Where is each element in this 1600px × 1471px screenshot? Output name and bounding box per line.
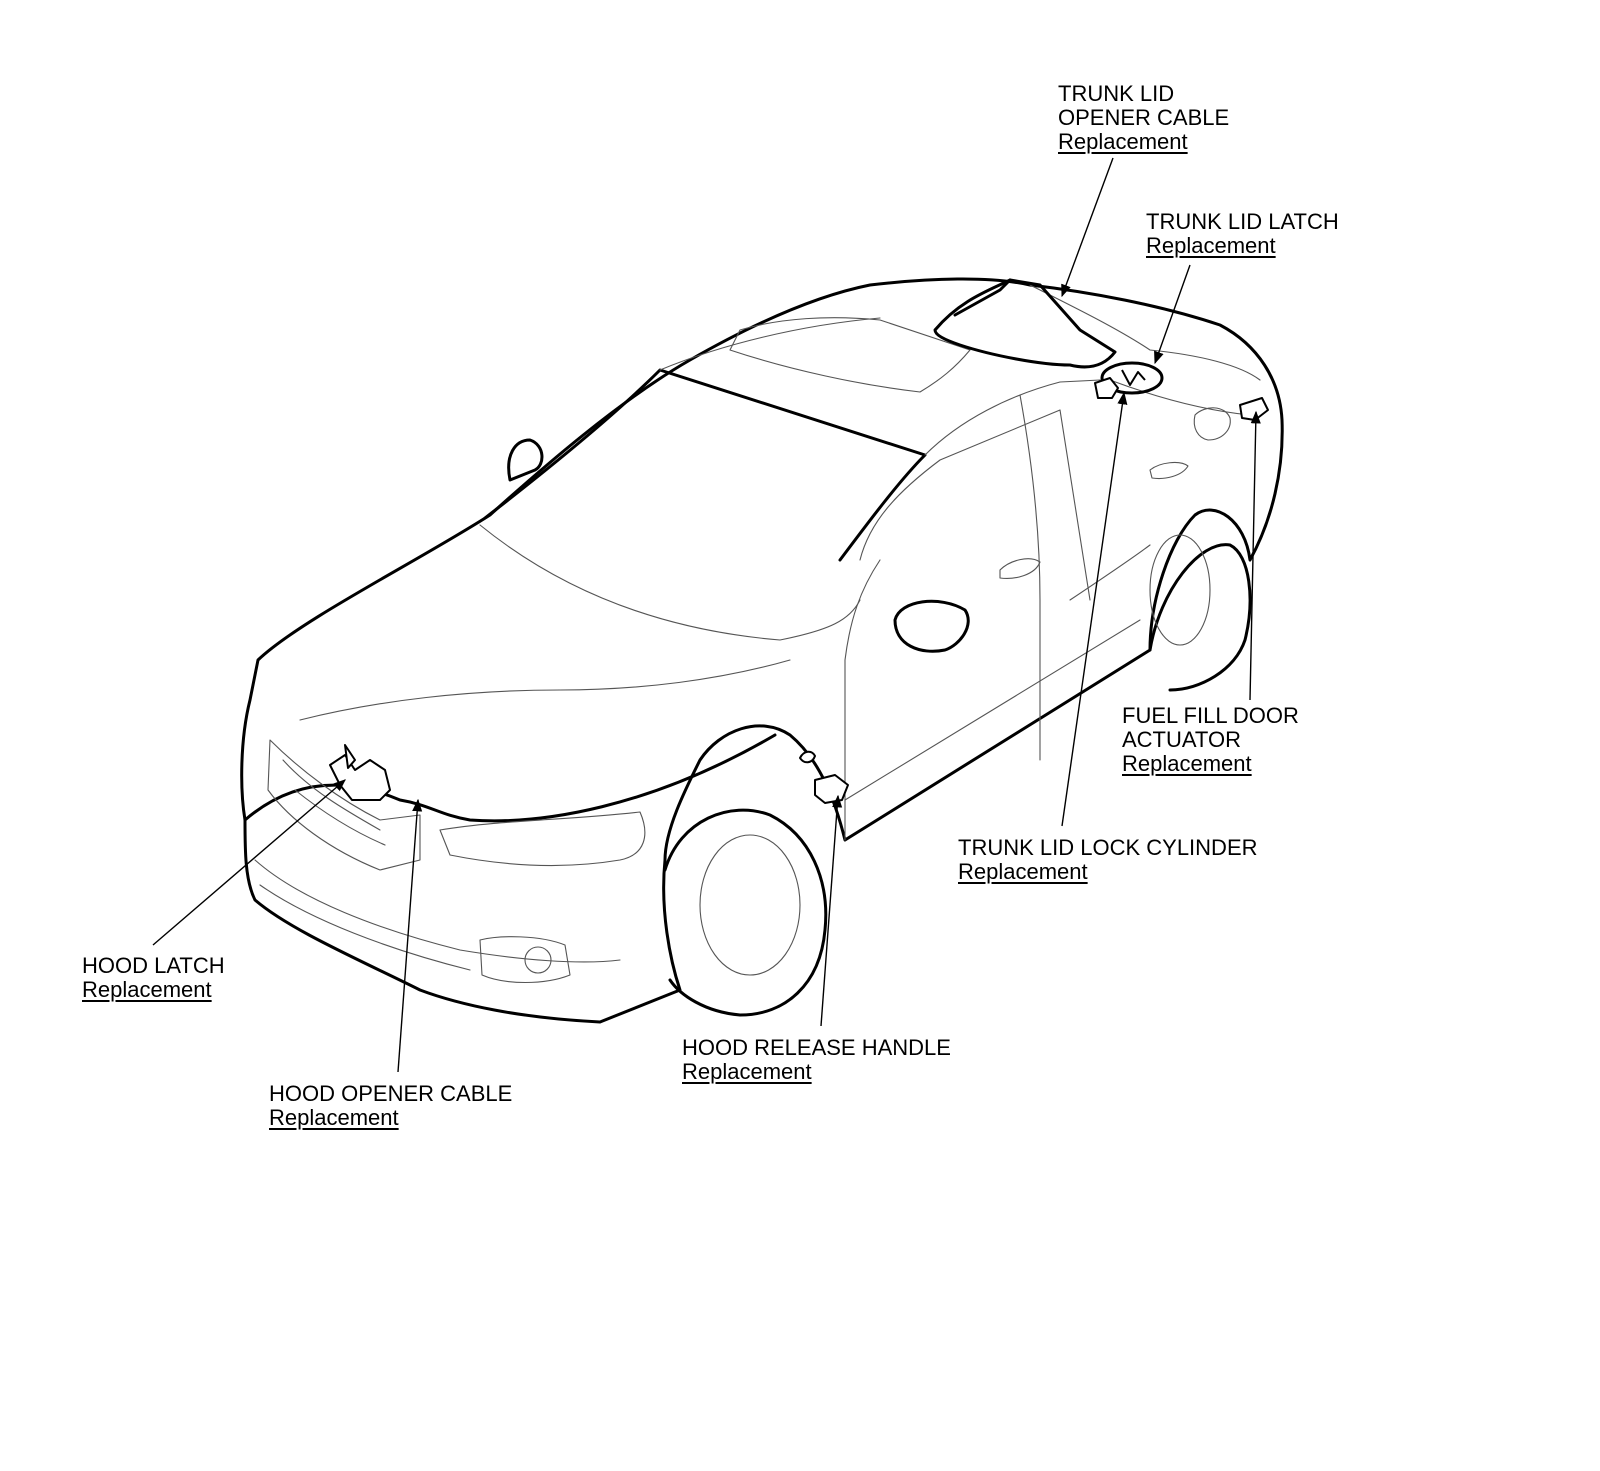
leader-trunk-lid-lock-cylinder bbox=[1061, 391, 1128, 827]
callout-title-line: ACTUATOR bbox=[1122, 727, 1241, 752]
callout-title-line: HOOD OPENER CABLE bbox=[269, 1081, 513, 1106]
callout-hood-release-handle: HOOD RELEASE HANDLE Replacement bbox=[682, 1036, 951, 1084]
callout-title-line: TRUNK LID bbox=[1058, 81, 1175, 106]
leader-trunk-lid-latch bbox=[1154, 264, 1191, 365]
callout-title-line: TRUNK LID LATCH bbox=[1146, 209, 1339, 234]
trunk-lid-latch-part bbox=[1100, 361, 1164, 395]
leader-lines bbox=[152, 157, 1261, 1073]
callout-title-line: OPENER CABLE bbox=[1058, 105, 1230, 130]
leader-hood-opener-cable bbox=[397, 798, 423, 1073]
callout-trunk-lid-lock-cylinder: TRUNK LID LOCK CYLINDER Replacement bbox=[958, 836, 1258, 884]
fuel-fill-door-actuator-replacement-link[interactable]: Replacement bbox=[1122, 751, 1252, 776]
fuel-fill-door-actuator-part bbox=[1239, 397, 1269, 421]
callout-hood-latch: HOOD LATCH Replacement bbox=[82, 954, 225, 1002]
hood-release-handle-replacement-link[interactable]: Replacement bbox=[682, 1059, 812, 1084]
trunk-lid-opener-cable-part bbox=[933, 278, 1117, 369]
callout-title-line: FUEL FILL DOOR bbox=[1122, 703, 1299, 728]
trunk-lid-lock-cylinder-replacement-link[interactable]: Replacement bbox=[958, 859, 1088, 884]
trunk-lid-opener-cable-replacement-link[interactable]: Replacement bbox=[1058, 129, 1188, 154]
callout-title-line: HOOD LATCH bbox=[82, 953, 225, 978]
callout-fuel-fill-door-actuator: FUEL FILL DOOR ACTUATOR Replacement bbox=[1122, 704, 1299, 776]
callout-trunk-lid-opener-cable: TRUNK LID OPENER CABLE Replacement bbox=[1058, 82, 1229, 154]
leader-trunk-lid-opener-cable bbox=[1061, 157, 1114, 298]
leader-hood-release-handle bbox=[820, 794, 843, 1027]
callout-trunk-lid-latch: TRUNK LID LATCH Replacement bbox=[1146, 210, 1339, 258]
trunk-lid-latch-replacement-link[interactable]: Replacement bbox=[1146, 233, 1276, 258]
hood-latch-replacement-link[interactable]: Replacement bbox=[82, 977, 212, 1002]
leader-hood-latch bbox=[152, 779, 346, 946]
callout-hood-opener-cable: HOOD OPENER CABLE Replacement bbox=[269, 1082, 512, 1130]
car-body bbox=[240, 277, 1284, 1024]
leader-fuel-fill-door-actuator bbox=[1249, 410, 1261, 701]
hood-latch-part bbox=[329, 754, 391, 801]
callout-title-line: HOOD RELEASE HANDLE bbox=[682, 1035, 951, 1060]
hood-release-handle-part bbox=[814, 774, 849, 804]
callout-title-line: TRUNK LID LOCK CYLINDER bbox=[958, 835, 1258, 860]
trunk-lid-lock-cylinder-part bbox=[1094, 377, 1119, 399]
hood-opener-cable-replacement-link[interactable]: Replacement bbox=[269, 1105, 399, 1130]
car-details bbox=[254, 284, 1261, 984]
